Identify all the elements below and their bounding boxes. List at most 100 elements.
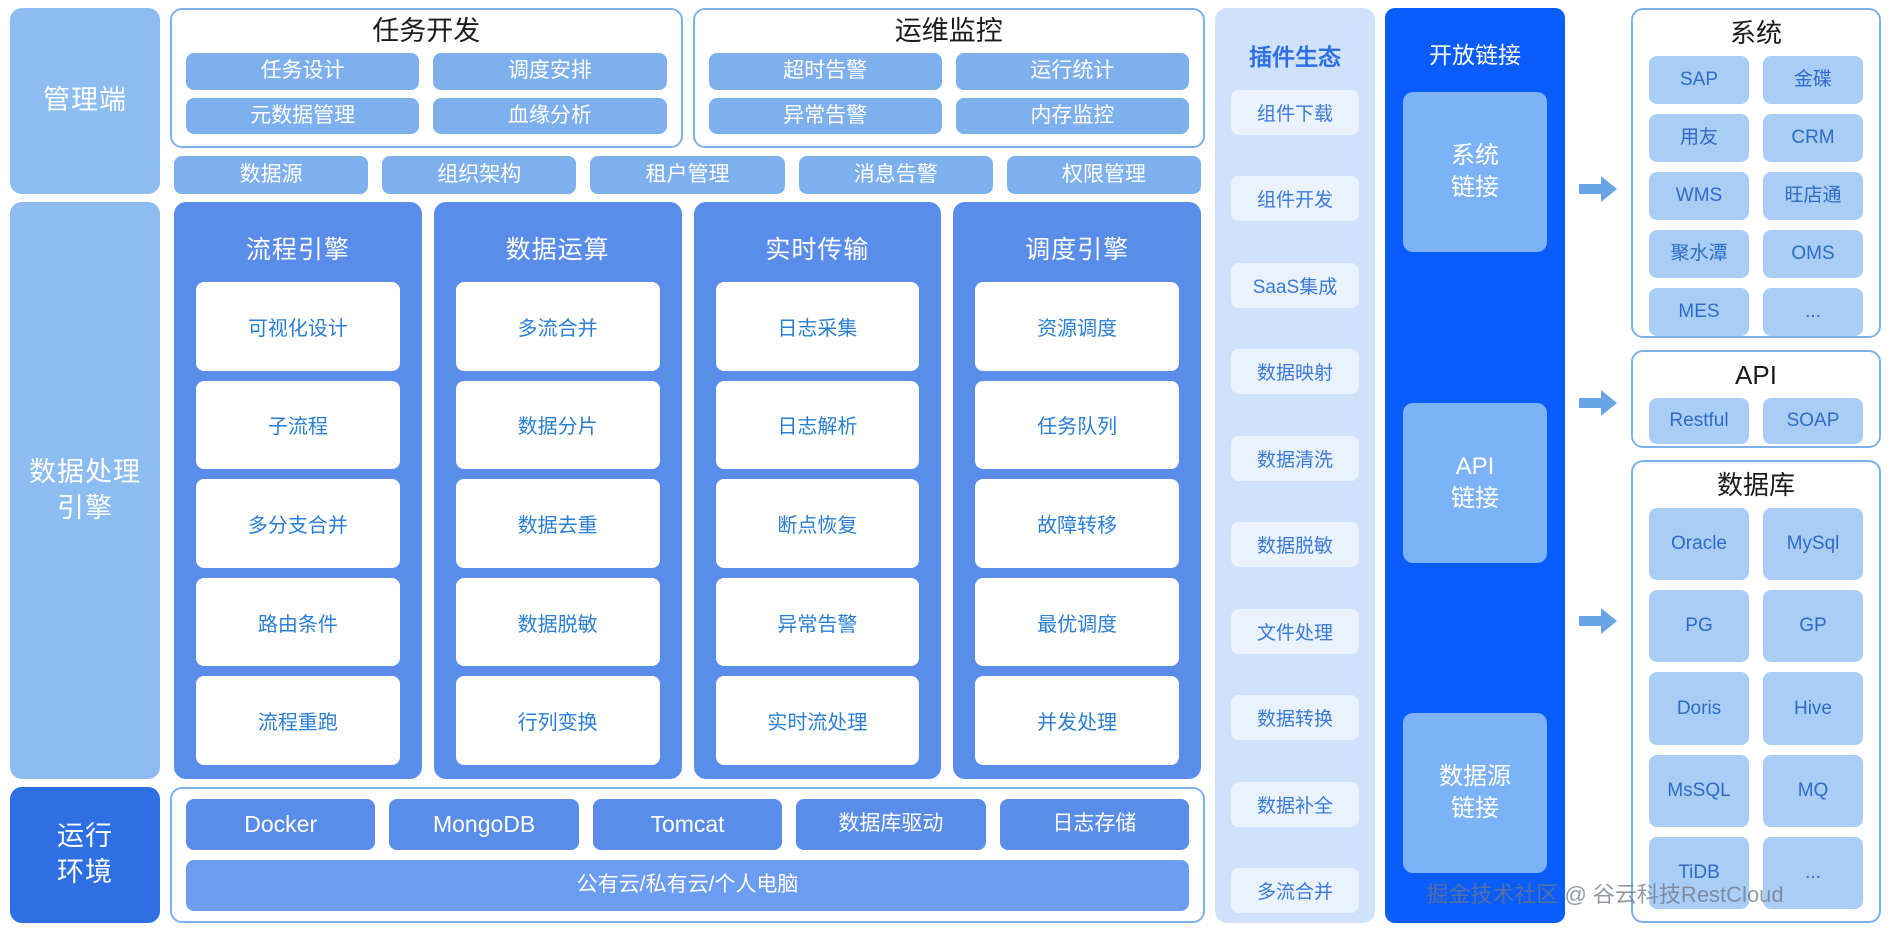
stage-engine-label: 数据处理 引擎 bbox=[29, 456, 141, 523]
feature-message-alert[interactable]: 消息告警 bbox=[798, 156, 993, 194]
runtime-docker[interactable]: Docker bbox=[186, 799, 376, 850]
engine-item-multistream-merge[interactable]: 多流合并 bbox=[455, 282, 660, 371]
engine-item-exception-alert[interactable]: 异常告警 bbox=[715, 577, 920, 667]
engine-row: 流程引擎 可视化设计 子流程 多分支合并 路由条件 流程重跑 数据运算 多流合并… bbox=[170, 202, 1205, 779]
db-oracle[interactable]: Oracle bbox=[1649, 508, 1749, 581]
arrow-to-system-icon bbox=[1579, 176, 1617, 202]
feature-schedule-arrangement[interactable]: 调度安排 bbox=[433, 53, 667, 90]
db-mq[interactable]: MQ bbox=[1763, 754, 1863, 827]
engine-item-concurrency[interactable]: 并发处理 bbox=[975, 676, 1179, 765]
engine-scheduling: 调度引擎 资源调度 任务队列 故障转移 最优调度 并发处理 bbox=[953, 202, 1201, 779]
engine-item-optimal-scheduling[interactable]: 最优调度 bbox=[975, 577, 1179, 667]
feature-memory-monitoring[interactable]: 内存监控 bbox=[955, 97, 1189, 134]
engine-item-log-parsing[interactable]: 日志解析 bbox=[715, 380, 920, 470]
db-pg[interactable]: PG bbox=[1649, 590, 1749, 663]
plugin-data-masking[interactable]: 数据脱敏 bbox=[1231, 522, 1359, 568]
card-task-development-grid: 任务设计 调度安排 元数据管理 血缘分析 bbox=[186, 53, 667, 134]
runtime-tomcat[interactable]: Tomcat bbox=[592, 799, 783, 850]
plugin-data-cleaning[interactable]: 数据清洗 bbox=[1231, 435, 1359, 481]
plugin-data-transform[interactable]: 数据转换 bbox=[1231, 695, 1359, 741]
api-soap[interactable]: SOAP bbox=[1763, 398, 1863, 444]
runtime-mongodb[interactable]: MongoDB bbox=[389, 799, 579, 850]
engine-data-computation-title: 数据运算 bbox=[505, 236, 610, 264]
db-mssql[interactable]: MsSQL bbox=[1649, 754, 1749, 827]
feature-lineage-analysis[interactable]: 血缘分析 bbox=[433, 97, 667, 134]
engine-item-log-collection[interactable]: 日志采集 bbox=[715, 282, 920, 371]
runtime-cloud-options[interactable]: 公有云/私有云/个人电脑 bbox=[186, 860, 1189, 911]
plugin-data-completion[interactable]: 数据补全 bbox=[1231, 781, 1359, 827]
feature-tenant-management[interactable]: 租户管理 bbox=[590, 156, 785, 194]
system-sap[interactable]: SAP bbox=[1649, 56, 1749, 104]
open-link-api[interactable]: API 链接 bbox=[1403, 402, 1547, 563]
stage-data-processing-engine[interactable]: 数据处理 引擎 bbox=[10, 202, 160, 779]
db-gp[interactable]: GP bbox=[1763, 590, 1863, 663]
engine-item-resource-scheduling[interactable]: 资源调度 bbox=[975, 282, 1179, 371]
db-mysql[interactable]: MySql bbox=[1763, 508, 1863, 581]
system-crm[interactable]: CRM bbox=[1763, 114, 1863, 162]
open-link-panel: 开放链接 系统 链接 API 链接 数据源 链接 bbox=[1385, 8, 1784, 923]
feature-data-source[interactable]: 数据源 bbox=[174, 156, 369, 194]
engine-item-row-column-transform[interactable]: 行列变换 bbox=[455, 676, 660, 765]
runtime-db-driver[interactable]: 数据库驱动 bbox=[796, 799, 986, 850]
engine-item-data-sharding[interactable]: 数据分片 bbox=[455, 380, 660, 470]
system-more[interactable]: ... bbox=[1763, 288, 1863, 336]
db-hive[interactable]: Hive bbox=[1763, 672, 1863, 745]
plugin-multistream-merge[interactable]: 多流合并 bbox=[1231, 867, 1359, 913]
stage-runtime-environment[interactable]: 运行 环境 bbox=[10, 787, 160, 923]
stage-admin[interactable]: 管理端 bbox=[10, 8, 160, 194]
card-task-development-title: 任务开发 bbox=[372, 16, 481, 46]
plugin-component-download[interactable]: 组件下载 bbox=[1231, 90, 1359, 135]
engine-item-data-dedup[interactable]: 数据去重 bbox=[455, 479, 660, 568]
engine-item-breakpoint-recovery[interactable]: 断点恢复 bbox=[715, 479, 920, 568]
plugin-file-processing[interactable]: 文件处理 bbox=[1231, 608, 1359, 654]
open-link-datasource[interactable]: 数据源 链接 bbox=[1403, 713, 1547, 873]
system-mes[interactable]: MES bbox=[1649, 288, 1749, 336]
panel-api-title: API bbox=[1735, 360, 1777, 390]
engine-item-multibranch-merge[interactable]: 多分支合并 bbox=[196, 479, 400, 568]
feature-metadata-management[interactable]: 元数据管理 bbox=[186, 97, 420, 134]
engine-item-failover[interactable]: 故障转移 bbox=[975, 479, 1179, 568]
engine-item-task-queue[interactable]: 任务队列 bbox=[975, 380, 1179, 470]
runtime-log-storage[interactable]: 日志存储 bbox=[999, 799, 1190, 850]
engine-item-realtime-stream[interactable]: 实时流处理 bbox=[715, 676, 920, 765]
feature-org-structure[interactable]: 组织架构 bbox=[382, 156, 577, 194]
system-jushuitan[interactable]: 聚水潭 bbox=[1649, 230, 1749, 278]
admin-top-row: 任务开发 任务设计 调度安排 元数据管理 血缘分析 运维监控 超时告警 运行统计… bbox=[170, 8, 1205, 148]
runtime-card: Docker MongoDB Tomcat 数据库驱动 日志存储 公有云/私有云… bbox=[170, 787, 1205, 923]
card-ops-monitoring-title: 运维监控 bbox=[894, 16, 1003, 46]
external-targets-column: 系统 SAP 金碟 用友 CRM WMS 旺店通 聚水潭 OMS MES ...… bbox=[1631, 8, 1881, 923]
engine-item-route-condition[interactable]: 路由条件 bbox=[196, 577, 400, 667]
admin-feature-row: 数据源 组织架构 租户管理 消息告警 权限管理 bbox=[170, 156, 1205, 194]
engine-item-subprocess[interactable]: 子流程 bbox=[196, 380, 400, 470]
db-doris[interactable]: Doris bbox=[1649, 672, 1749, 745]
feature-permission-management[interactable]: 权限管理 bbox=[1006, 156, 1202, 194]
plugin-component-development[interactable]: 组件开发 bbox=[1231, 176, 1359, 222]
runtime-tech-row: Docker MongoDB Tomcat 数据库驱动 日志存储 bbox=[186, 799, 1190, 850]
db-more[interactable]: ... bbox=[1763, 836, 1863, 909]
system-wangdiantong[interactable]: 旺店通 bbox=[1763, 172, 1863, 220]
system-kingdee[interactable]: 金碟 bbox=[1763, 56, 1863, 104]
feature-run-statistics[interactable]: 运行统计 bbox=[955, 53, 1189, 90]
panel-database: 数据库 Oracle MySql PG GP Doris Hive MsSQL … bbox=[1631, 460, 1881, 923]
api-restful[interactable]: Restful bbox=[1649, 398, 1749, 444]
open-link-system[interactable]: 系统 链接 bbox=[1403, 92, 1547, 252]
plugin-saas-integration[interactable]: SaaS集成 bbox=[1231, 262, 1359, 308]
feature-exception-alert[interactable]: 异常告警 bbox=[708, 97, 942, 134]
engine-scheduling-title: 调度引擎 bbox=[1025, 236, 1130, 264]
engine-item-process-rerun[interactable]: 流程重跑 bbox=[196, 676, 400, 765]
arrow-to-api-icon bbox=[1579, 390, 1617, 416]
feature-task-design[interactable]: 任务设计 bbox=[186, 53, 420, 90]
engine-realtime-transfer: 实时传输 日志采集 日志解析 断点恢复 异常告警 实时流处理 bbox=[693, 202, 942, 779]
panel-database-grid: Oracle MySql PG GP Doris Hive MsSQL MQ T… bbox=[1649, 508, 1863, 909]
plugin-data-mapping[interactable]: 数据映射 bbox=[1231, 349, 1359, 395]
db-tidb[interactable]: TiDB bbox=[1649, 836, 1749, 909]
system-yonyou[interactable]: 用友 bbox=[1649, 114, 1749, 162]
engine-realtime-transfer-items: 日志采集 日志解析 断点恢复 异常告警 实时流处理 bbox=[715, 282, 920, 765]
stage-label-column: 管理端 数据处理 引擎 运行 环境 bbox=[10, 8, 160, 923]
system-oms[interactable]: OMS bbox=[1763, 230, 1863, 278]
engine-data-computation: 数据运算 多流合并 数据分片 数据去重 数据脱敏 行列变换 bbox=[433, 202, 682, 779]
engine-item-visual-design[interactable]: 可视化设计 bbox=[196, 282, 400, 371]
engine-item-data-masking[interactable]: 数据脱敏 bbox=[455, 577, 660, 667]
feature-timeout-alert[interactable]: 超时告警 bbox=[708, 53, 942, 90]
system-wms[interactable]: WMS bbox=[1649, 172, 1749, 220]
